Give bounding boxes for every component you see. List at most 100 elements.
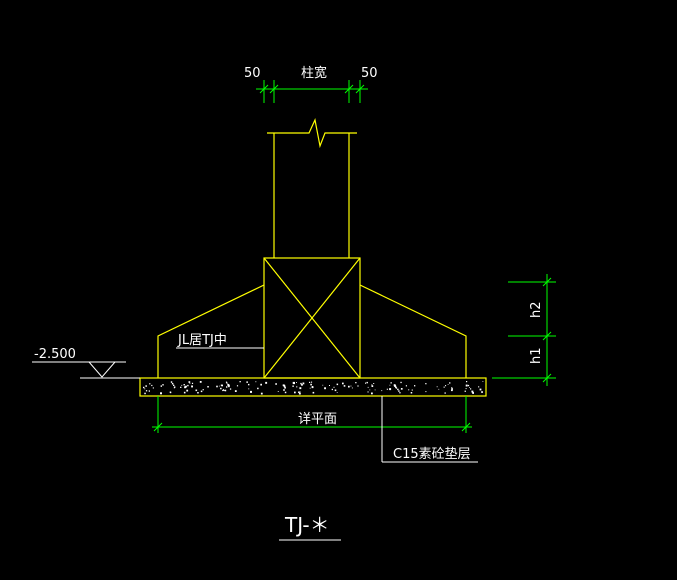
- concrete-speckle: [296, 386, 298, 388]
- concrete-speckle: [284, 391, 287, 394]
- concrete-speckle: [464, 390, 466, 392]
- bottom-dimension: [152, 396, 472, 433]
- concrete-speckle: [414, 385, 416, 387]
- concrete-speckle: [220, 384, 223, 386]
- concrete-speckle: [410, 392, 413, 394]
- concrete-speckle: [369, 389, 371, 391]
- concrete-speckle: [173, 387, 175, 389]
- concrete-speckle: [465, 388, 467, 390]
- concrete-speckle: [451, 388, 453, 390]
- concrete-speckle: [467, 384, 470, 387]
- concrete-speckle: [284, 387, 286, 389]
- concrete-speckle: [144, 392, 146, 395]
- cushion-callout-leader: [381, 396, 478, 463]
- concrete-speckle: [277, 391, 279, 392]
- concrete-speckle: [226, 386, 228, 388]
- concrete-speckle: [373, 383, 375, 384]
- concrete-speckle: [331, 388, 333, 391]
- concrete-speckle: [466, 381, 468, 383]
- concrete-speckle: [296, 382, 297, 383]
- concrete-speckle: [438, 388, 440, 390]
- concrete-speckle: [366, 381, 368, 384]
- concrete-speckle: [445, 385, 447, 387]
- concrete-speckle: [405, 385, 407, 387]
- concrete-speckle: [184, 386, 186, 389]
- concrete-speckle: [236, 385, 239, 387]
- concrete-speckle: [367, 391, 369, 393]
- concrete-speckle: [357, 385, 359, 387]
- concrete-speckle: [239, 381, 241, 383]
- cushion-layer: [139, 377, 487, 397]
- concrete-speckle: [444, 392, 446, 394]
- dim-top-left: 50: [244, 66, 261, 81]
- concrete-speckle: [312, 391, 315, 394]
- concrete-speckle: [283, 389, 285, 391]
- top-dimension: [256, 80, 368, 103]
- concrete-speckle: [333, 386, 335, 388]
- concrete-speckle: [311, 381, 313, 383]
- concrete-speckle: [451, 389, 453, 392]
- concrete-speckle: [398, 390, 400, 392]
- concrete-speckle: [395, 386, 397, 388]
- concrete-speckle: [143, 386, 145, 389]
- concrete-speckle: [172, 383, 174, 385]
- dim-h2: h2: [529, 301, 544, 318]
- concrete-speckle: [189, 383, 191, 384]
- elevation-marker: [32, 361, 140, 379]
- concrete-speckle: [160, 385, 162, 387]
- concrete-speckle: [220, 387, 222, 390]
- concrete-speckle: [381, 390, 383, 392]
- concrete-speckle: [394, 385, 397, 387]
- concrete-speckle: [451, 387, 453, 389]
- concrete-speckle: [202, 389, 204, 391]
- concrete-speckle: [181, 384, 183, 386]
- concrete-speckle: [324, 387, 326, 390]
- concrete-speckle: [188, 381, 191, 383]
- concrete-speckle: [478, 386, 480, 388]
- concrete-speckle: [218, 385, 220, 387]
- concrete-speckle: [302, 382, 305, 385]
- concrete-speckle: [170, 392, 172, 394]
- concrete-speckle: [343, 385, 346, 387]
- concrete-speckle: [145, 390, 148, 392]
- concrete-speckle: [298, 391, 300, 393]
- concrete-speckle: [298, 392, 301, 395]
- concrete-speckle: [470, 388, 472, 390]
- concrete-speckle: [216, 385, 218, 388]
- cushion-callout-label: C15素砼垫层: [393, 446, 471, 462]
- concrete-speckle: [260, 383, 262, 386]
- dim-bottom-label: 详平面: [298, 412, 337, 427]
- concrete-speckle: [223, 389, 225, 391]
- concrete-speckle: [152, 387, 154, 389]
- pedestal-block: [263, 257, 361, 379]
- concrete-speckle: [371, 384, 373, 386]
- concrete-speckle: [224, 389, 227, 392]
- concrete-speckle: [329, 385, 330, 386]
- concrete-speckle: [390, 382, 392, 384]
- elevation-label: -2.500: [34, 347, 76, 362]
- concrete-speckle: [299, 391, 301, 393]
- concrete-speckle: [185, 385, 187, 388]
- right-dimension: [492, 274, 556, 386]
- concrete-speckle: [425, 391, 427, 393]
- concrete-speckle: [197, 392, 199, 394]
- concrete-speckle: [312, 386, 314, 388]
- concrete-speckle: [411, 389, 413, 391]
- dim-top-right: 50: [361, 66, 378, 81]
- beam-note-label: JL居TJ中: [177, 333, 227, 348]
- concrete-speckle: [472, 391, 474, 393]
- concrete-speckle: [195, 389, 198, 392]
- concrete-speckle: [148, 390, 150, 392]
- concrete-speckle: [371, 392, 373, 395]
- concrete-speckle: [191, 385, 193, 388]
- concrete-speckle: [447, 384, 449, 385]
- concrete-speckle: [257, 387, 259, 390]
- concrete-speckle: [449, 382, 451, 384]
- concrete-speckle: [145, 385, 147, 387]
- concrete-speckle: [301, 384, 303, 386]
- concrete-speckle: [334, 389, 337, 392]
- concrete-speckle: [144, 388, 146, 390]
- concrete-speckle: [191, 382, 194, 384]
- dim-top-column-width: 柱宽: [301, 65, 327, 81]
